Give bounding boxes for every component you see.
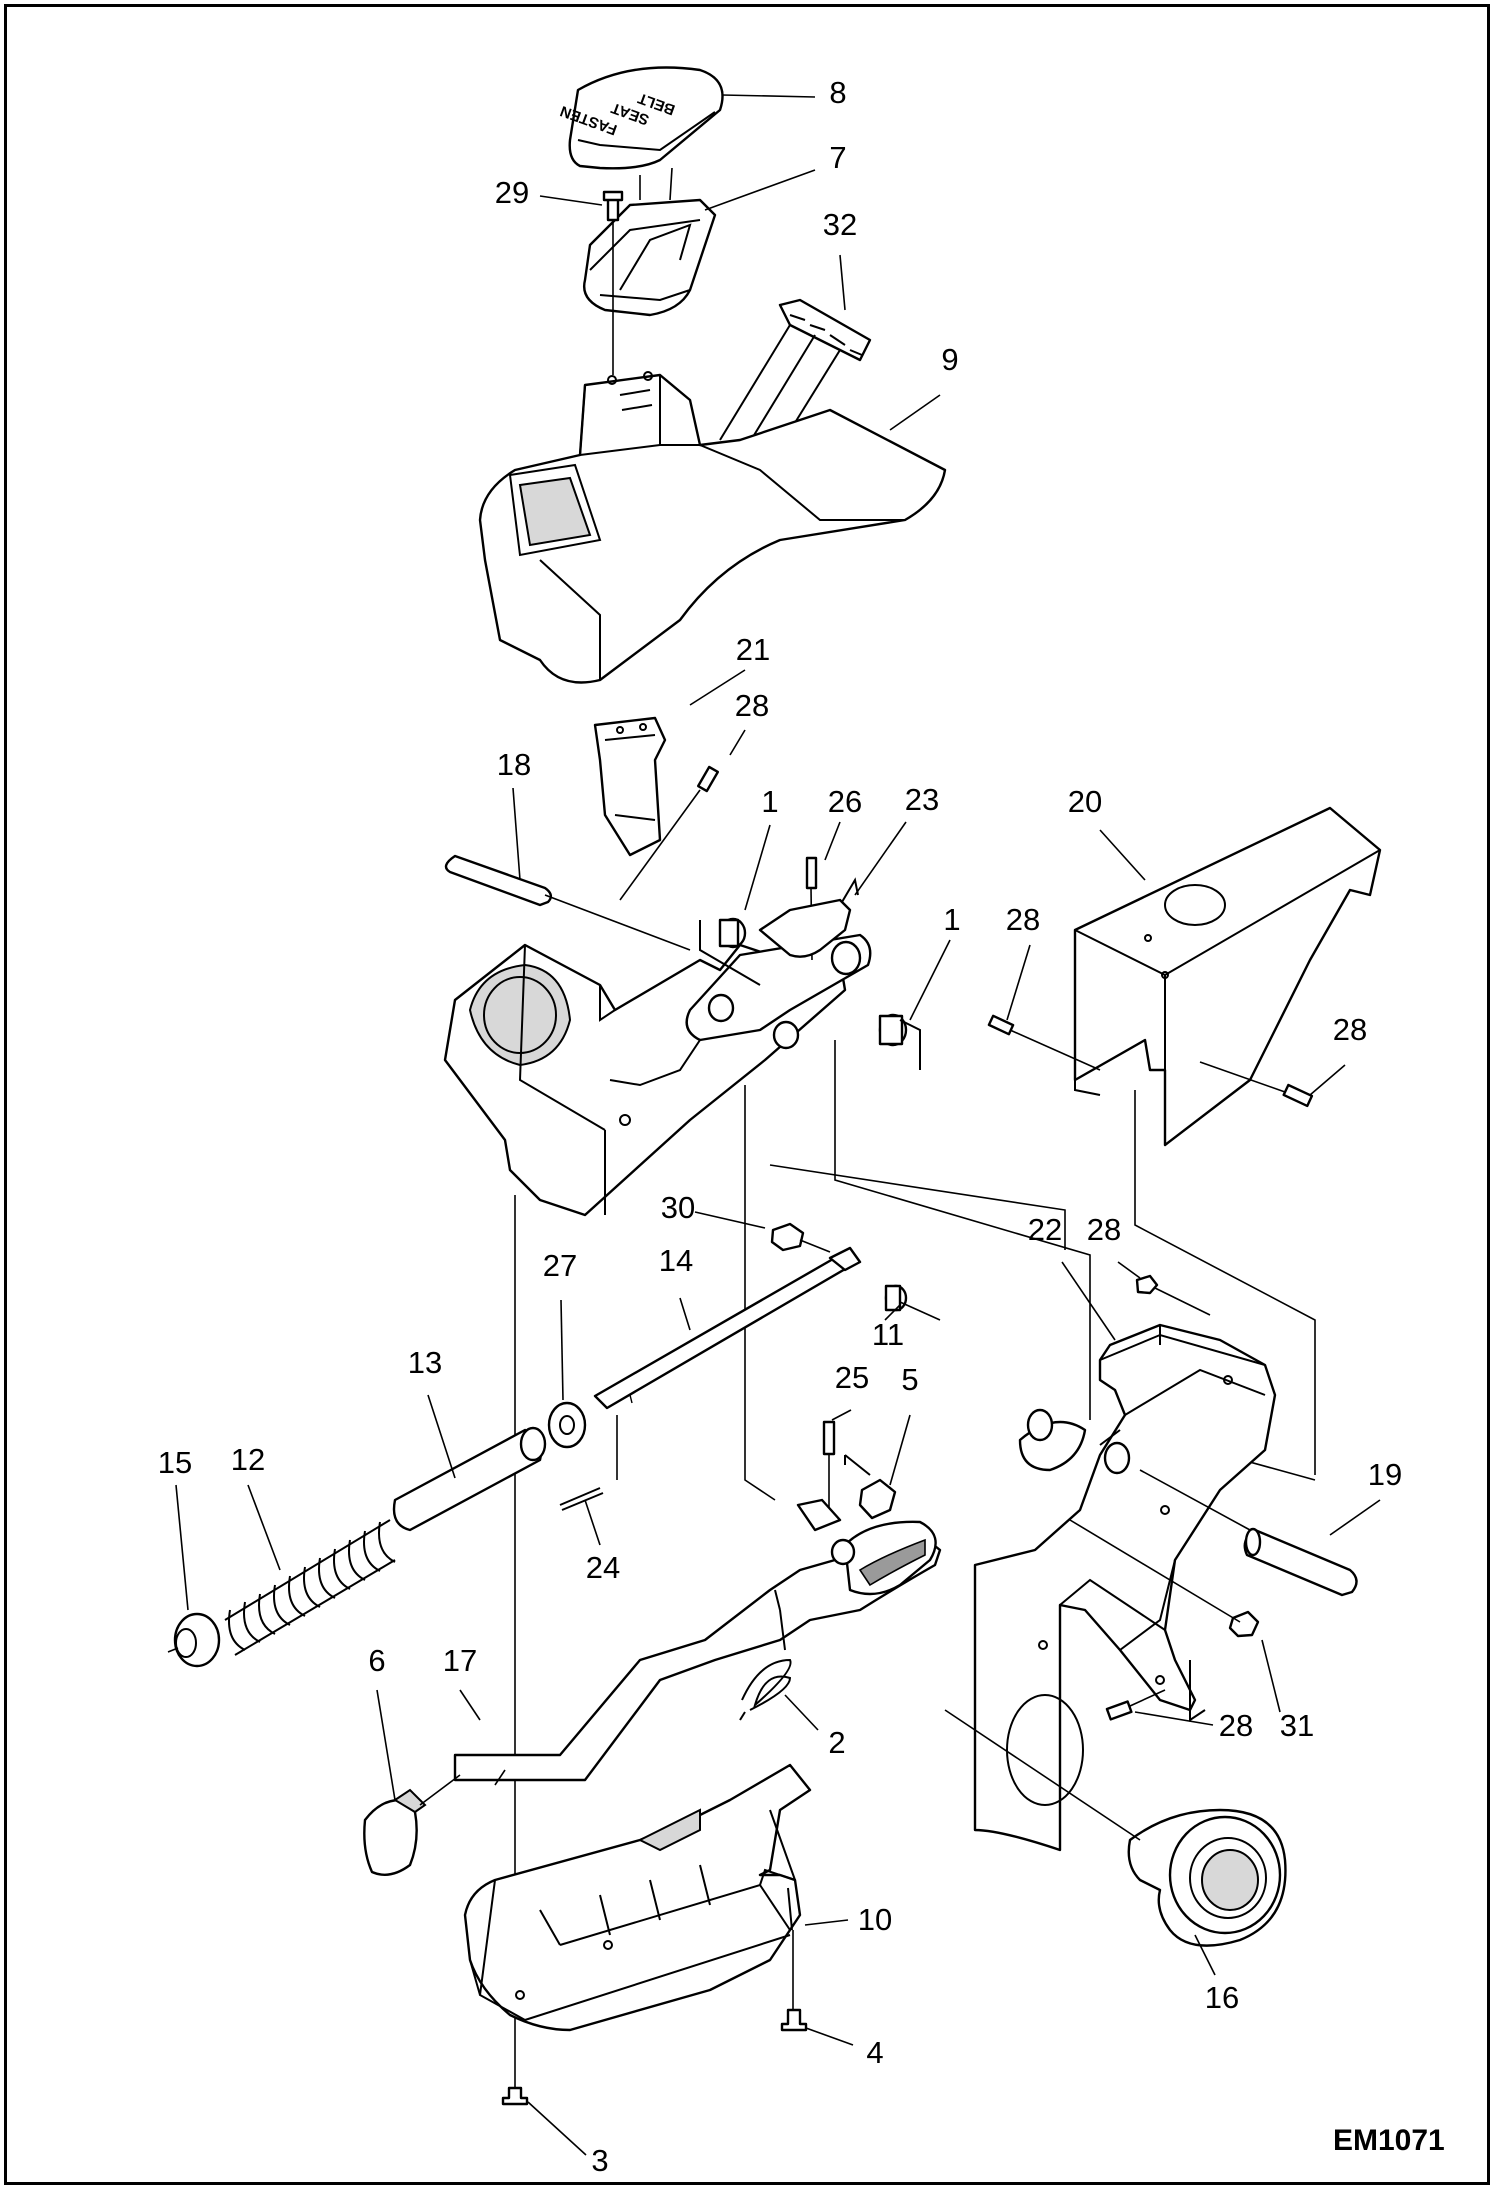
callout-29: 29 xyxy=(495,175,529,210)
part-28-screw-e xyxy=(1105,1689,1166,1721)
callout-17: 17 xyxy=(443,1643,477,1678)
callout-6: 6 xyxy=(368,1643,385,1678)
part-28-screw-b xyxy=(987,1014,1101,1071)
callout-10: 10 xyxy=(858,1902,892,1937)
part-29-screw xyxy=(602,190,624,375)
part-3-screw xyxy=(501,2086,529,2106)
callout-21: 21 xyxy=(736,632,770,667)
part-21-bracket xyxy=(593,716,667,857)
callout-28b: 28 xyxy=(1006,902,1040,937)
part-24-cotter-pin xyxy=(559,1415,618,1511)
part-9-console-cover xyxy=(478,371,947,684)
part-16-boot xyxy=(944,1709,1287,1947)
part-20-cover-shield xyxy=(1073,806,1382,1147)
part-18-pin xyxy=(444,854,691,951)
part-17-lever xyxy=(453,1498,942,1786)
part-22-mount-plate xyxy=(973,1323,1277,1852)
callout-28c: 28 xyxy=(1333,1012,1367,1047)
part-7-handle-bracket xyxy=(583,167,717,317)
part-28-screw-c xyxy=(1199,1061,1314,1108)
part-6-knob xyxy=(363,1774,461,1876)
callout-25: 25 xyxy=(835,1360,869,1395)
callout-26: 26 xyxy=(828,784,862,819)
drawing-border xyxy=(4,4,1490,2185)
callout-28d: 28 xyxy=(1087,1212,1121,1247)
callout-30: 30 xyxy=(661,1190,695,1225)
callout-3: 3 xyxy=(591,2143,608,2178)
callout-20: 20 xyxy=(1068,784,1102,819)
callout-1a: 1 xyxy=(761,784,778,819)
part-13-sleeve xyxy=(392,1426,547,1532)
part-15-spring-seat xyxy=(167,1612,221,1668)
part-23-plate xyxy=(758,877,859,958)
part-2-spring xyxy=(739,1609,792,1721)
callout-11: 11 xyxy=(872,1317,904,1352)
part-5-bushing xyxy=(844,1454,897,1520)
callout-28a: 28 xyxy=(735,688,769,723)
part-1-bushing-a xyxy=(699,917,761,986)
callout-1b: 1 xyxy=(943,902,960,937)
part-19-pin xyxy=(1139,1469,1358,1597)
part-14-shaft xyxy=(593,1246,862,1410)
part-8-knob-cap: FASTEN SEAT BELT xyxy=(558,66,724,170)
callout-5: 5 xyxy=(901,1362,918,1397)
part-seat-bar-weldment xyxy=(443,933,872,1217)
callout-23: 23 xyxy=(905,782,939,817)
part-31-bolt xyxy=(1069,1519,1260,1638)
callout-18: 18 xyxy=(497,747,531,782)
callout-27: 27 xyxy=(543,1248,577,1283)
part-28-screw-d xyxy=(1135,1274,1211,1316)
part-27-washer xyxy=(547,1401,587,1449)
part-4-screw xyxy=(780,2008,808,2032)
part-30-nut xyxy=(770,1222,831,1253)
callout-9: 9 xyxy=(941,342,958,377)
callout-4: 4 xyxy=(866,2035,883,2070)
part-12-spring xyxy=(224,1519,396,1656)
part-1-bushing-b xyxy=(878,1013,921,1070)
callout-13: 13 xyxy=(408,1345,442,1380)
part-28-screw-a xyxy=(619,765,720,901)
callout-16: 16 xyxy=(1205,1980,1239,2015)
callout-leaders xyxy=(175,94,1381,2156)
callout-labels: 8 7 29 32 9 21 28 18 1 26 23 1 28 20 28 … xyxy=(158,75,1402,2178)
callout-24: 24 xyxy=(586,1550,620,1585)
callout-8: 8 xyxy=(829,75,846,110)
callout-32: 32 xyxy=(823,207,857,242)
part-10-lower-cover xyxy=(463,1763,812,2032)
drawing-code: EM1071 xyxy=(1333,2124,1445,2157)
callout-2: 2 xyxy=(828,1725,845,1760)
callout-28e: 28 xyxy=(1219,1708,1253,1743)
callout-15: 15 xyxy=(158,1445,192,1480)
callout-14: 14 xyxy=(659,1243,693,1278)
part-11-bushing xyxy=(884,1284,941,1321)
callout-12: 12 xyxy=(231,1442,265,1477)
callout-7: 7 xyxy=(829,140,846,175)
callout-31: 31 xyxy=(1280,1708,1314,1743)
callout-19: 19 xyxy=(1368,1457,1402,1492)
callout-22: 22 xyxy=(1028,1212,1062,1247)
